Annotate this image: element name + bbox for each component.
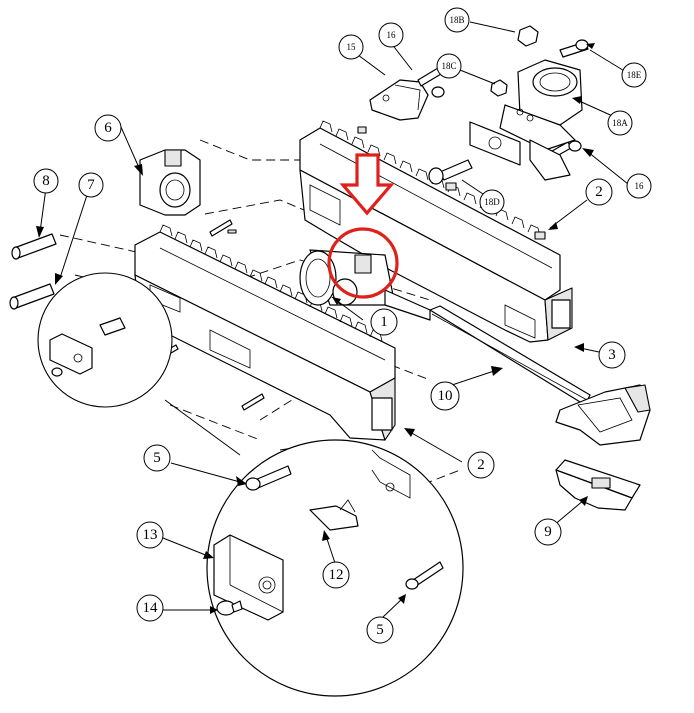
svg-text:8: 8 (42, 173, 50, 189)
callout-5-outer: 5 (143, 444, 171, 472)
svg-text:3: 3 (608, 347, 616, 363)
callout-12: 12 (322, 561, 350, 589)
callouts: 1 2 2 3 5 5 6 7 8 9 10 12 13 14 15 16 16… (33, 7, 652, 644)
svg-text:6: 6 (104, 120, 112, 136)
svg-text:12: 12 (329, 567, 344, 583)
detail-circle-small (37, 272, 173, 408)
svg-text:1: 1 (380, 314, 388, 330)
callout-5-detail: 5 (366, 616, 394, 644)
part-18c-nut (490, 79, 508, 97)
part-9-block (555, 459, 641, 511)
svg-text:15: 15 (347, 42, 357, 52)
part-15-plate (369, 79, 429, 121)
leader-arrowheads (36, 43, 595, 614)
svg-text:14: 14 (143, 600, 159, 616)
callout-9: 9 (534, 518, 562, 546)
callout-1: 1 (370, 308, 398, 336)
part-18-bracket (469, 121, 571, 181)
callout-15: 15 (338, 34, 364, 60)
highlight-down-arrow-icon (339, 153, 395, 216)
part-18a-mount (499, 59, 583, 151)
highlight-circle (327, 227, 399, 299)
part-8-pin (11, 233, 57, 260)
part-6-barrel-ring (139, 149, 201, 216)
callout-18b: 18B (444, 7, 470, 33)
svg-text:5: 5 (376, 622, 384, 638)
callout-10: 10 (430, 381, 460, 411)
callout-2-upper: 2 (585, 178, 613, 206)
svg-text:16: 16 (635, 181, 645, 191)
callout-18c: 18C (436, 53, 462, 79)
part-18d-screw (428, 159, 473, 185)
callout-13: 13 (136, 521, 164, 549)
svg-text:18C: 18C (441, 61, 456, 71)
callout-2-lower: 2 (467, 451, 495, 479)
svg-text:2: 2 (477, 457, 485, 473)
callout-3: 3 (598, 341, 626, 369)
callout-16-top: 16 (378, 22, 404, 48)
callout-18d: 18D (479, 189, 505, 215)
svg-text:18B: 18B (449, 15, 464, 25)
detail-connector (164, 399, 241, 456)
part-18e-screw (559, 39, 589, 58)
callout-6: 6 (94, 114, 122, 142)
svg-text:2: 2 (595, 184, 603, 200)
callout-18e: 18E (621, 62, 647, 88)
svg-text:18D: 18D (484, 197, 500, 207)
svg-text:5: 5 (153, 450, 161, 466)
part-2-lower-rail (134, 224, 396, 441)
callout-8: 8 (33, 168, 59, 194)
svg-text:13: 13 (143, 527, 158, 543)
svg-text:9: 9 (544, 524, 552, 540)
part-7-pin (9, 283, 55, 310)
part-18b-nut (517, 25, 539, 47)
callout-7: 7 (78, 172, 104, 198)
svg-text:7: 7 (87, 177, 95, 193)
callout-16-right: 16 (626, 173, 652, 199)
part-10-charging-handle (429, 305, 651, 446)
callout-18a: 18A (607, 110, 633, 136)
part-5-screw (245, 465, 292, 491)
callout-14: 14 (136, 594, 164, 622)
svg-text:18E: 18E (627, 70, 642, 80)
svg-text:16: 16 (387, 30, 397, 40)
svg-text:10: 10 (438, 388, 453, 404)
highlight-marker (327, 153, 399, 299)
svg-text:18A: 18A (612, 118, 628, 128)
